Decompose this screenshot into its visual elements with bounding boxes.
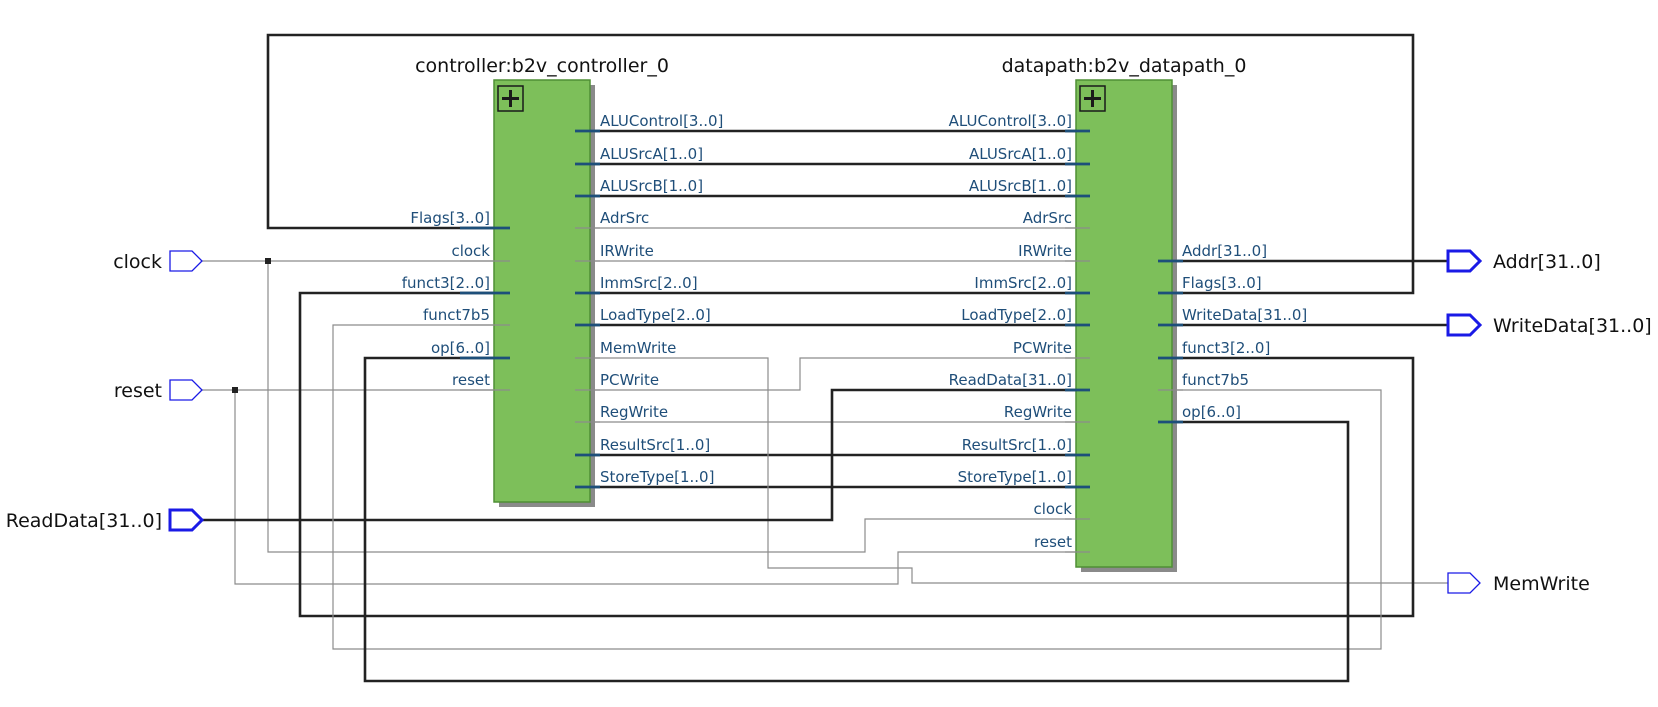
io-output-addr[interactable]: Addr[31..0] <box>1446 249 1601 273</box>
wire-clock-datapath <box>267 261 1090 553</box>
datapath-output-flags: Flags[3..0] <box>1182 274 1262 292</box>
io-input-readdata-label: ReadData[31..0] <box>6 510 162 532</box>
controller-output-immsrc: ImmSrc[2..0] <box>600 274 698 292</box>
datapath-output-writedata: WriteData[31..0] <box>1182 306 1307 324</box>
datapath-title: datapath:b2v_datapath_0 <box>1002 55 1247 77</box>
controller-output-loadtype: LoadType[2..0] <box>600 306 711 324</box>
io-output-memwrite-label: MemWrite <box>1493 573 1590 595</box>
controller-output-adrsrc: AdrSrc <box>600 209 649 227</box>
bus-op <box>363 356 1350 683</box>
datapath-output-funct3: funct3[2..0] <box>1182 339 1270 357</box>
datapath-block[interactable]: datapath:b2v_datapath_0 ALUControl[3..0]… <box>949 55 1308 572</box>
io-input-reset-label: reset <box>114 380 162 402</box>
controller-input-reset: reset <box>452 371 490 389</box>
io-input-clock-label: clock <box>113 251 162 273</box>
controller-expand-icon[interactable] <box>497 85 524 112</box>
output-pin-icon <box>1447 572 1481 594</box>
input-pin-icon <box>169 379 203 401</box>
datapath-input-reset: reset <box>1034 533 1072 551</box>
io-output-writedata[interactable]: WriteData[31..0] <box>1446 313 1652 337</box>
controller-output-irwrite: IRWrite <box>600 242 654 260</box>
io-output-addr-label: Addr[31..0] <box>1493 251 1601 273</box>
datapath-output-addr: Addr[31..0] <box>1182 242 1267 260</box>
bus-funct3 <box>298 291 1415 618</box>
datapath-input-loadtype: LoadType[2..0] <box>961 306 1072 324</box>
input-pin-icon <box>168 508 205 532</box>
bus-flags <box>266 33 1415 295</box>
controller-output-alucontrol: ALUControl[3..0] <box>600 112 723 130</box>
controller-block[interactable]: controller:b2v_controller_0 Flags[3..0] … <box>402 55 724 507</box>
wire-pcwrite <box>575 357 1090 391</box>
controller-input-funct3: funct3[2..0] <box>402 274 490 292</box>
io-input-reset[interactable]: reset <box>114 379 203 402</box>
datapath-input-pcwrite: PCWrite <box>1013 339 1072 357</box>
input-pin-icon <box>169 250 203 272</box>
datapath-input-immsrc: ImmSrc[2..0] <box>974 274 1072 292</box>
reset-junction <box>232 387 238 393</box>
io-output-writedata-label: WriteData[31..0] <box>1493 315 1652 337</box>
controller-input-flags: Flags[3..0] <box>410 209 490 227</box>
controller-output-storetype: StoreType[1..0] <box>600 468 714 486</box>
controller-input-funct7b5: funct7b5 <box>423 306 490 324</box>
controller-output-memwrite: MemWrite <box>600 339 676 357</box>
controller-input-op: op[6..0] <box>431 339 490 357</box>
datapath-input-alusrcb: ALUSrcB[1..0] <box>969 177 1072 195</box>
datapath-input-irwrite: IRWrite <box>1018 242 1072 260</box>
controller-output-alusrca: ALUSrcA[1..0] <box>600 145 703 163</box>
datapath-body <box>1075 79 1173 568</box>
datapath-output-op: op[6..0] <box>1182 403 1241 421</box>
datapath-input-readdata: ReadData[31..0] <box>949 371 1072 389</box>
clock-junction <box>265 258 271 264</box>
controller-title: controller:b2v_controller_0 <box>415 55 669 77</box>
datapath-input-storetype: StoreType[1..0] <box>958 468 1072 486</box>
datapath-input-clock: clock <box>1033 500 1072 518</box>
controller-output-resultsrc: ResultSrc[1..0] <box>600 436 710 454</box>
datapath-output-funct7b5: funct7b5 <box>1182 371 1249 389</box>
datapath-input-alucontrol: ALUControl[3..0] <box>949 112 1072 130</box>
datapath-input-adrsrc: AdrSrc <box>1023 209 1072 227</box>
wire-memwrite <box>575 357 1448 584</box>
datapath-input-regwrite: RegWrite <box>1004 403 1072 421</box>
io-input-clock[interactable]: clock <box>113 250 203 273</box>
controller-body <box>493 79 591 503</box>
io-output-memwrite[interactable]: MemWrite <box>1447 572 1590 595</box>
connections <box>202 33 1448 683</box>
output-pin-icon <box>1446 313 1483 337</box>
datapath-expand-icon[interactable] <box>1079 85 1106 112</box>
controller-output-pcwrite: PCWrite <box>600 371 659 389</box>
datapath-input-alusrca: ALUSrcA[1..0] <box>969 145 1072 163</box>
io-input-readdata[interactable]: ReadData[31..0] <box>6 508 205 532</box>
datapath-input-resultsrc: ResultSrc[1..0] <box>962 436 1072 454</box>
controller-output-regwrite: RegWrite <box>600 403 668 421</box>
output-pin-icon <box>1446 249 1483 273</box>
controller-output-alusrcb: ALUSrcB[1..0] <box>600 177 703 195</box>
controller-input-clock: clock <box>451 242 490 260</box>
wire-funct7b5 <box>332 324 1382 650</box>
bus-readdata <box>202 388 1090 522</box>
